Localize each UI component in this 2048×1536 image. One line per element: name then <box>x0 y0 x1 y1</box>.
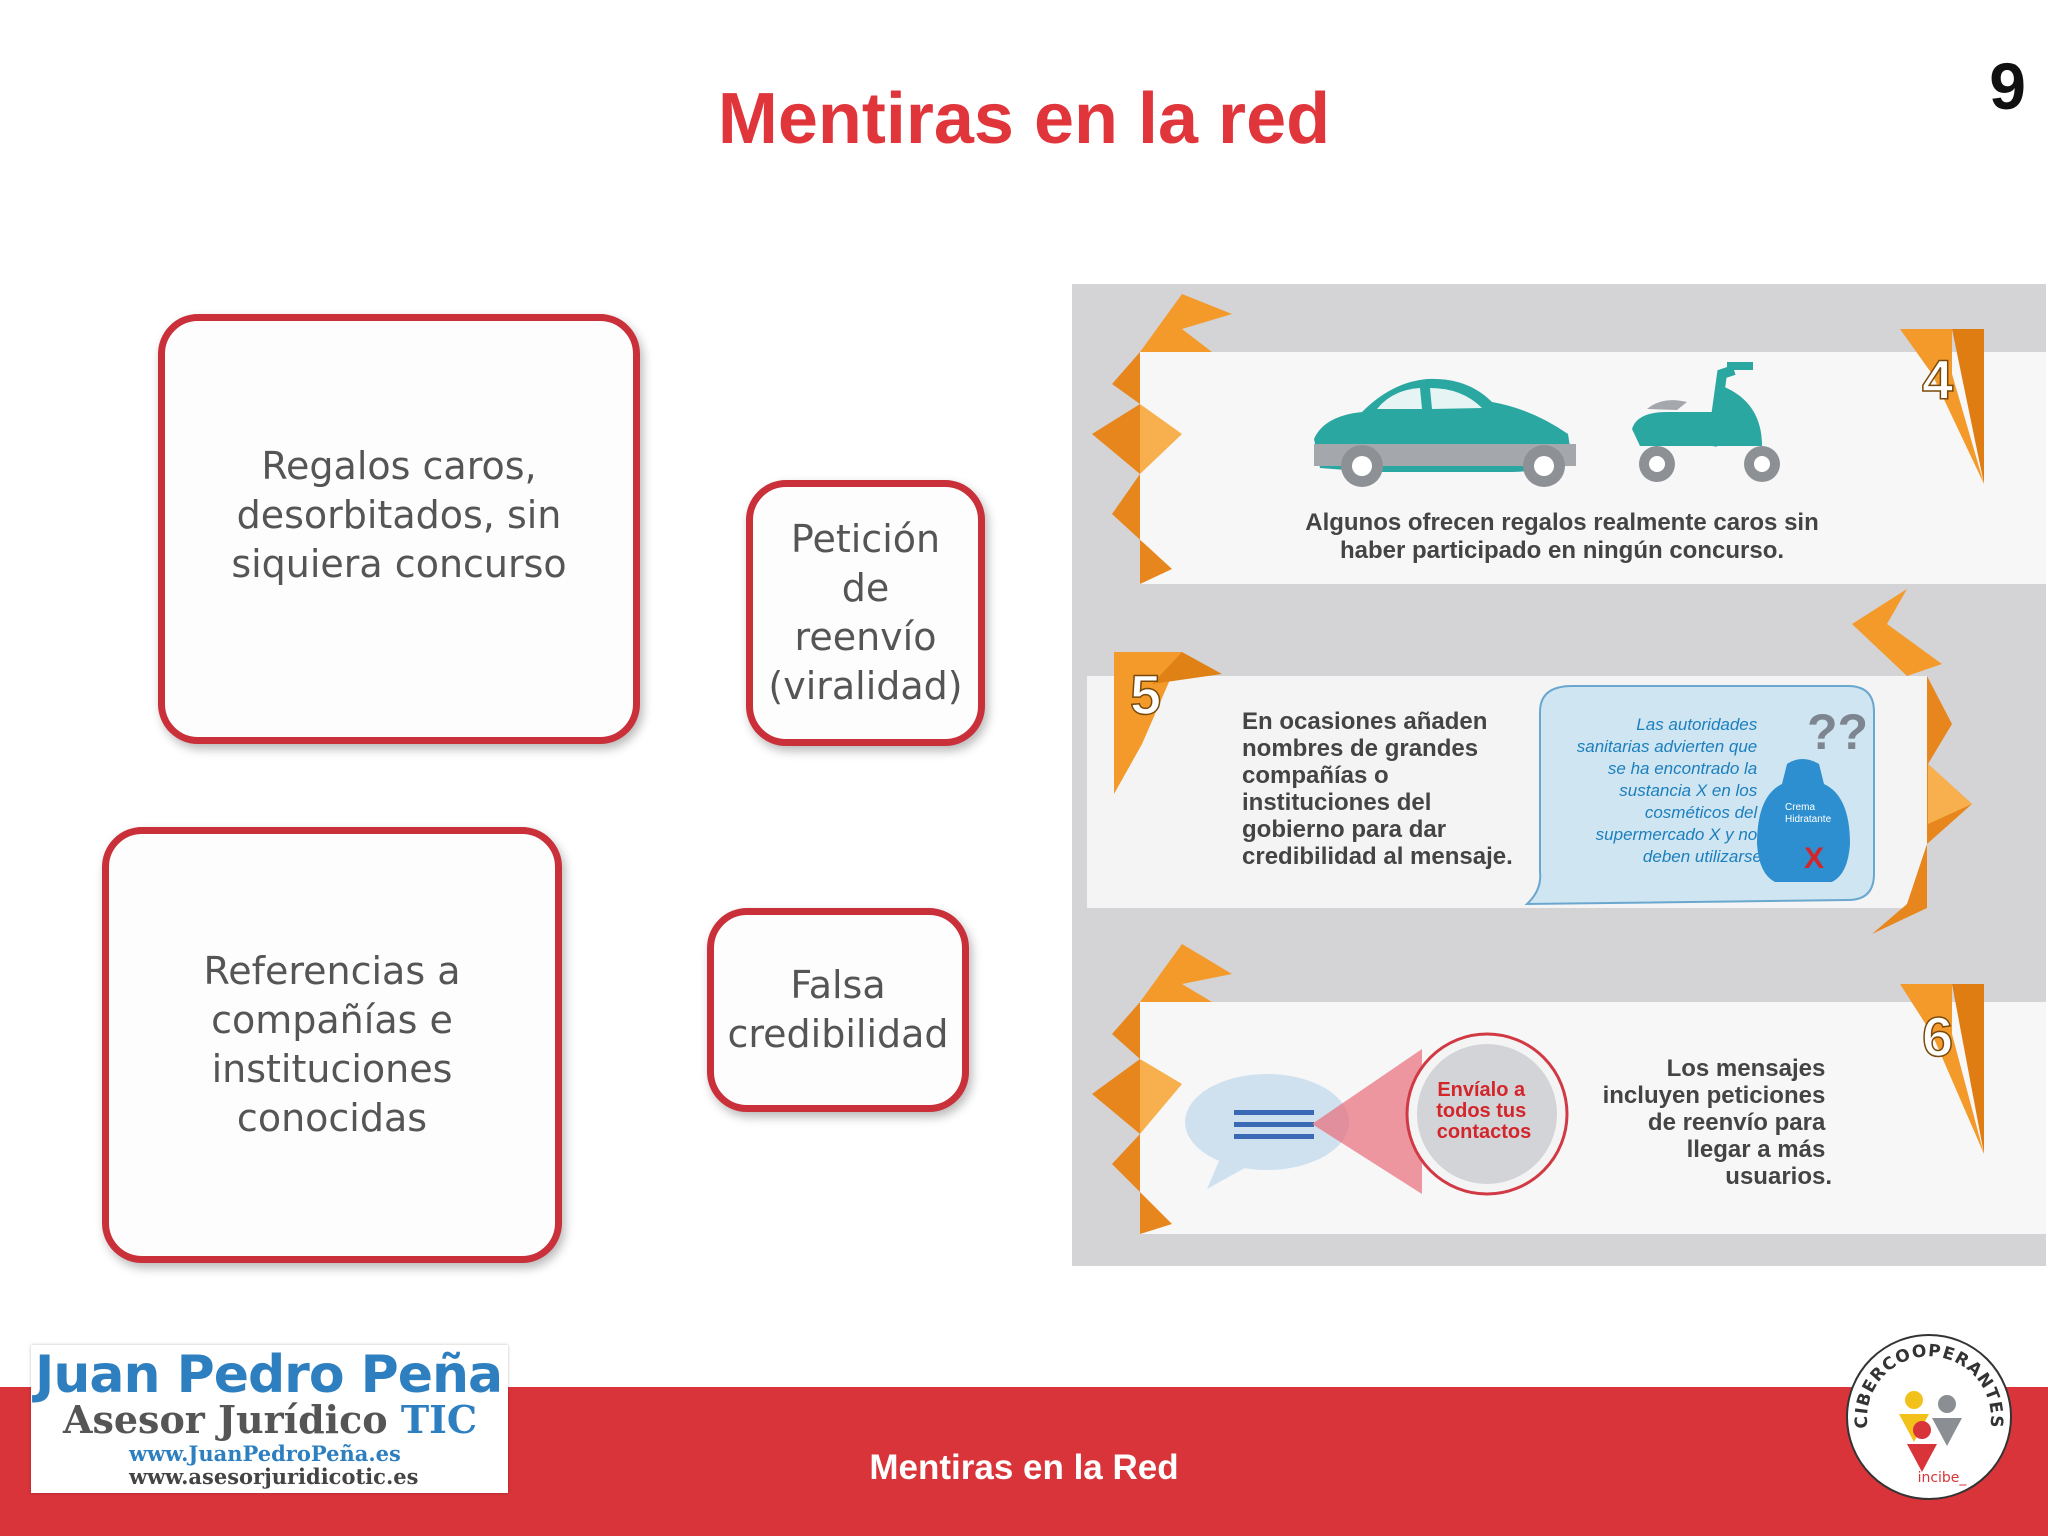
logo-role-text: Asesor Jurídico <box>63 1397 401 1442</box>
callout-line: contactos <box>1437 1121 1531 1143</box>
product-label-1: Crema <box>1785 802 1815 813</box>
logo-website-1: www.JuanPedroPeña.es <box>129 1441 401 1466</box>
question-marks-icon: ?? <box>1807 704 1868 760</box>
box-referencias: Referencias a compañías e instituciones … <box>102 827 562 1263</box>
scooter-icon <box>1632 362 1780 482</box>
logo-name: Juan Pedro Peña <box>35 1345 503 1405</box>
product-label-2: Hidratante <box>1785 814 1832 825</box>
box-referencias-text: Referencias a compañías e instituciones … <box>203 949 461 1140</box>
panel-5-text: En ocasiones añaden nombres de grandes c… <box>1242 708 1513 870</box>
bubble-line: deben utilizarse <box>1643 847 1762 866</box>
bubble-line: supermercado X y no <box>1596 825 1758 844</box>
panel-5: 5 En ocasiones añaden nombres de grandes… <box>1087 589 1972 934</box>
panel-5-line: nombres de grandes <box>1242 735 1478 762</box>
panel-4-number: 4 <box>1922 348 1953 411</box>
panel-4-text-line-2: haber participado en ningún concurso. <box>1340 537 1784 564</box>
author-logo: Juan Pedro Peña Asesor Jurídico TIC www.… <box>31 1345 508 1493</box>
svg-text:Las autoridades sanita: Las autoridades sanitarias advierten que… <box>1577 715 1762 866</box>
bubble-line: Las autoridades <box>1636 715 1757 734</box>
panel-6-line: Los mensajes <box>1667 1055 1826 1082</box>
infographic-image: 4 Algunos ofrecen regalos realmente caro… <box>1072 284 2046 1266</box>
logo-role: Asesor Jurídico TIC <box>63 1397 477 1442</box>
box-falsa-credibilidad: Falsa credibilidad <box>707 908 969 1112</box>
panel-6-line: de reenvío para <box>1648 1109 1826 1136</box>
panel-5-number: 5 <box>1130 663 1161 726</box>
panel-5-line: En ocasiones añaden <box>1242 708 1487 735</box>
logo-website-2: www.asesorjuridicotic.es <box>129 1464 419 1489</box>
slide-title: Mentiras en la red <box>717 79 1331 159</box>
box-peticion-reenvio: Petición de reenvío (viralidad) <box>746 480 985 746</box>
bubble-line: cosméticos del <box>1645 803 1759 822</box>
box-regalos: Regalos caros, desorbitados, sin siquier… <box>158 314 640 744</box>
callout-line: Envíalo a <box>1437 1079 1526 1101</box>
bubble-line: sanitarias advierten que <box>1577 737 1758 756</box>
box-regalos-text: Regalos caros, desorbitados, sin siquier… <box>231 443 567 586</box>
panel-5-line: gobierno para dar <box>1242 816 1446 843</box>
panel-6-number: 6 <box>1922 1005 1953 1068</box>
box-falsa-credibilidad-text: Falsa credibilidad <box>727 963 949 1056</box>
panel-5-line: credibilidad al mensaje. <box>1242 843 1513 870</box>
panel-6: 6 Envíalo a todos tus contactos Los mens… <box>1092 944 2046 1234</box>
cibercooperantes-seal: CIBERCOOPERANTES incibe_ <box>1846 1334 2012 1500</box>
footer-title: Mentiras en la Red <box>869 1448 1179 1487</box>
panel-6-text: Los mensajes incluyen peticiones de reen… <box>1603 1055 1832 1190</box>
logo-role-tic: TIC <box>400 1397 478 1442</box>
panel-4: 4 Algunos ofrecen regalos realmente caro… <box>1092 294 2046 584</box>
seal-brand: incibe_ <box>1918 1470 1968 1486</box>
panel-5-line: instituciones del <box>1242 789 1431 816</box>
box-peticion-reenvio-text: Petición de reenvío (viralidad) <box>768 517 963 708</box>
panel-4-text-line-1: Algunos ofrecen regalos realmente caros … <box>1305 509 1819 536</box>
callout-line: todos tus <box>1436 1100 1526 1122</box>
message-bubble-icon <box>1185 1074 1349 1189</box>
bubble-line: sustancia X en los <box>1619 781 1757 800</box>
panel-5-line: compañías o <box>1242 762 1389 789</box>
bubble-line: se ha encontrado la <box>1608 759 1757 778</box>
speech-bubble: Las autoridades sanitarias advierten que… <box>1524 685 1875 906</box>
car-icon <box>1314 378 1576 487</box>
callout-text: Envíalo a todos tus contactos <box>1436 1079 1532 1143</box>
page-number: 9 <box>1989 49 2026 123</box>
product-x-mark: X <box>1804 842 1824 875</box>
panel-6-line: llegar a más <box>1687 1136 1826 1163</box>
panel-6-line: incluyen peticiones <box>1603 1082 1826 1109</box>
panel-6-line: usuarios. <box>1725 1163 1832 1190</box>
people-icon <box>1899 1391 1962 1472</box>
